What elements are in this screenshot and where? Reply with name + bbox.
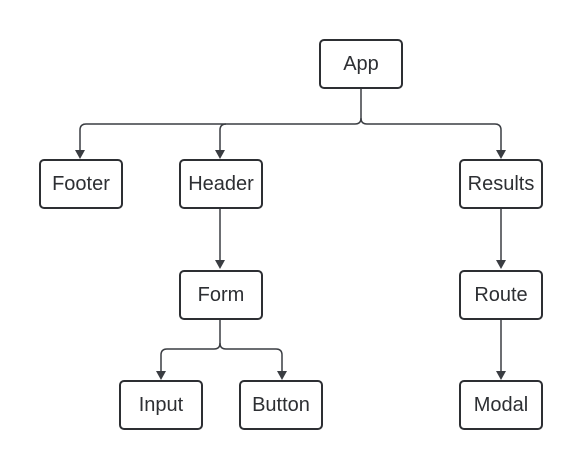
node-results[interactable]: Results: [459, 159, 543, 209]
node-route-label: Route: [474, 284, 527, 306]
arrowhead-modal: [496, 371, 506, 380]
arrowhead-button: [277, 371, 287, 380]
arrowhead-results: [496, 150, 506, 159]
arrowhead-footer: [75, 150, 85, 159]
node-results-label: Results: [468, 173, 535, 195]
node-route[interactable]: Route: [459, 270, 543, 320]
edge-form-button: [219, 342, 283, 373]
node-modal[interactable]: Modal: [459, 380, 543, 430]
node-input[interactable]: Input: [119, 380, 203, 430]
edge-app-footer: [79, 117, 362, 152]
node-form[interactable]: Form: [179, 270, 263, 320]
node-footer-label: Footer: [52, 173, 110, 195]
node-button[interactable]: Button: [239, 380, 323, 430]
arrowhead-input: [156, 371, 166, 380]
node-modal-label: Modal: [474, 394, 528, 416]
edges: [75, 88, 506, 380]
node-form-label: Form: [198, 284, 245, 306]
node-input-label: Input: [139, 394, 184, 416]
node-app-label: App: [343, 53, 379, 75]
node-button-label: Button: [252, 394, 310, 416]
arrowhead-route: [496, 260, 506, 269]
edge-app-header: [219, 123, 227, 152]
arrowhead-header: [215, 150, 225, 159]
arrowhead-form: [215, 260, 225, 269]
edge-form-input: [160, 342, 221, 373]
node-header[interactable]: Header: [179, 159, 263, 209]
edge-app-results: [360, 117, 502, 152]
node-footer[interactable]: Footer: [39, 159, 123, 209]
node-app[interactable]: App: [319, 39, 403, 89]
node-header-label: Header: [188, 173, 254, 195]
